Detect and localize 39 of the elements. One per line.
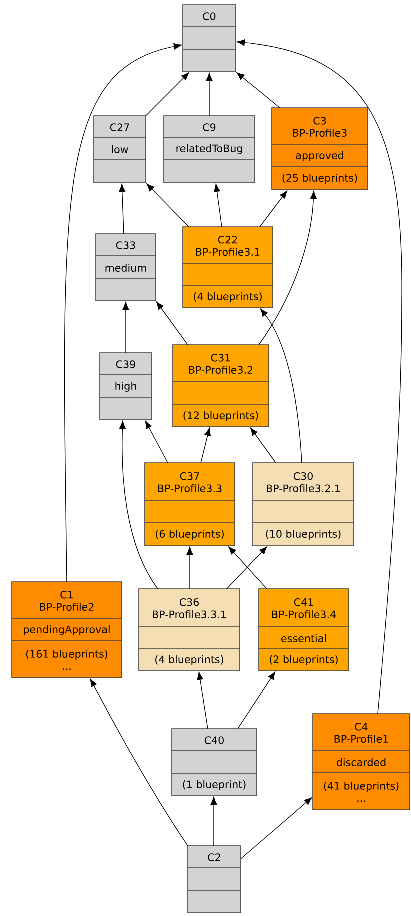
record-box: C40 (1 blueprint) xyxy=(172,728,258,796)
arrow xyxy=(260,308,302,464)
arrow xyxy=(258,191,317,346)
arrow xyxy=(206,73,213,116)
arrow xyxy=(214,184,222,228)
arrow xyxy=(237,40,402,714)
record-box: C31 BP-Profile3.2 (12 blueprints) xyxy=(172,344,270,428)
record-box: C36 BP-Profile3.3.1 (4 blueprints) xyxy=(138,588,240,672)
arrow xyxy=(146,72,190,116)
record-box: C4 BP-Profile1 discarded (41 blueprints) ... xyxy=(312,714,410,810)
record-box: C2 xyxy=(188,846,242,914)
arrow xyxy=(197,672,208,730)
arrow xyxy=(145,420,168,464)
record-box: C33 medium xyxy=(96,234,156,302)
record-box: C1 BP-Profile2 pendingApproval (161 blueprints) ... xyxy=(12,582,122,678)
arrow xyxy=(238,672,276,730)
arrow xyxy=(64,43,182,582)
arrow xyxy=(236,72,280,108)
arrow xyxy=(156,302,188,346)
arrow xyxy=(200,428,212,464)
record-box: C39 high xyxy=(100,352,152,420)
arrow xyxy=(119,184,126,234)
record-box: C41 BP-Profile3.4 essential (2 blueprints) xyxy=(258,588,350,672)
record-box: C9 relatedToBug xyxy=(164,116,256,184)
record-box: C3 BP-Profile3 approved (25 blueprints) xyxy=(272,108,368,190)
arrow xyxy=(90,678,188,846)
record-box: C30 BP-Profile3.2.1 (10 blueprints) xyxy=(252,462,354,546)
arrow xyxy=(260,190,288,228)
record-box: C27 low xyxy=(94,116,146,184)
arrow xyxy=(122,302,130,354)
record-box: C0 xyxy=(182,4,236,72)
arrow xyxy=(146,184,190,228)
arrow xyxy=(240,798,312,860)
arrow xyxy=(119,421,158,590)
record-box: C37 BP-Profile3.3 (6 blueprints) xyxy=(144,462,236,546)
arrow xyxy=(186,547,194,590)
arrow xyxy=(210,797,218,846)
record-box: C22 BP-Profile3.1 (4 blueprints) xyxy=(182,226,274,308)
arrow xyxy=(250,428,276,464)
